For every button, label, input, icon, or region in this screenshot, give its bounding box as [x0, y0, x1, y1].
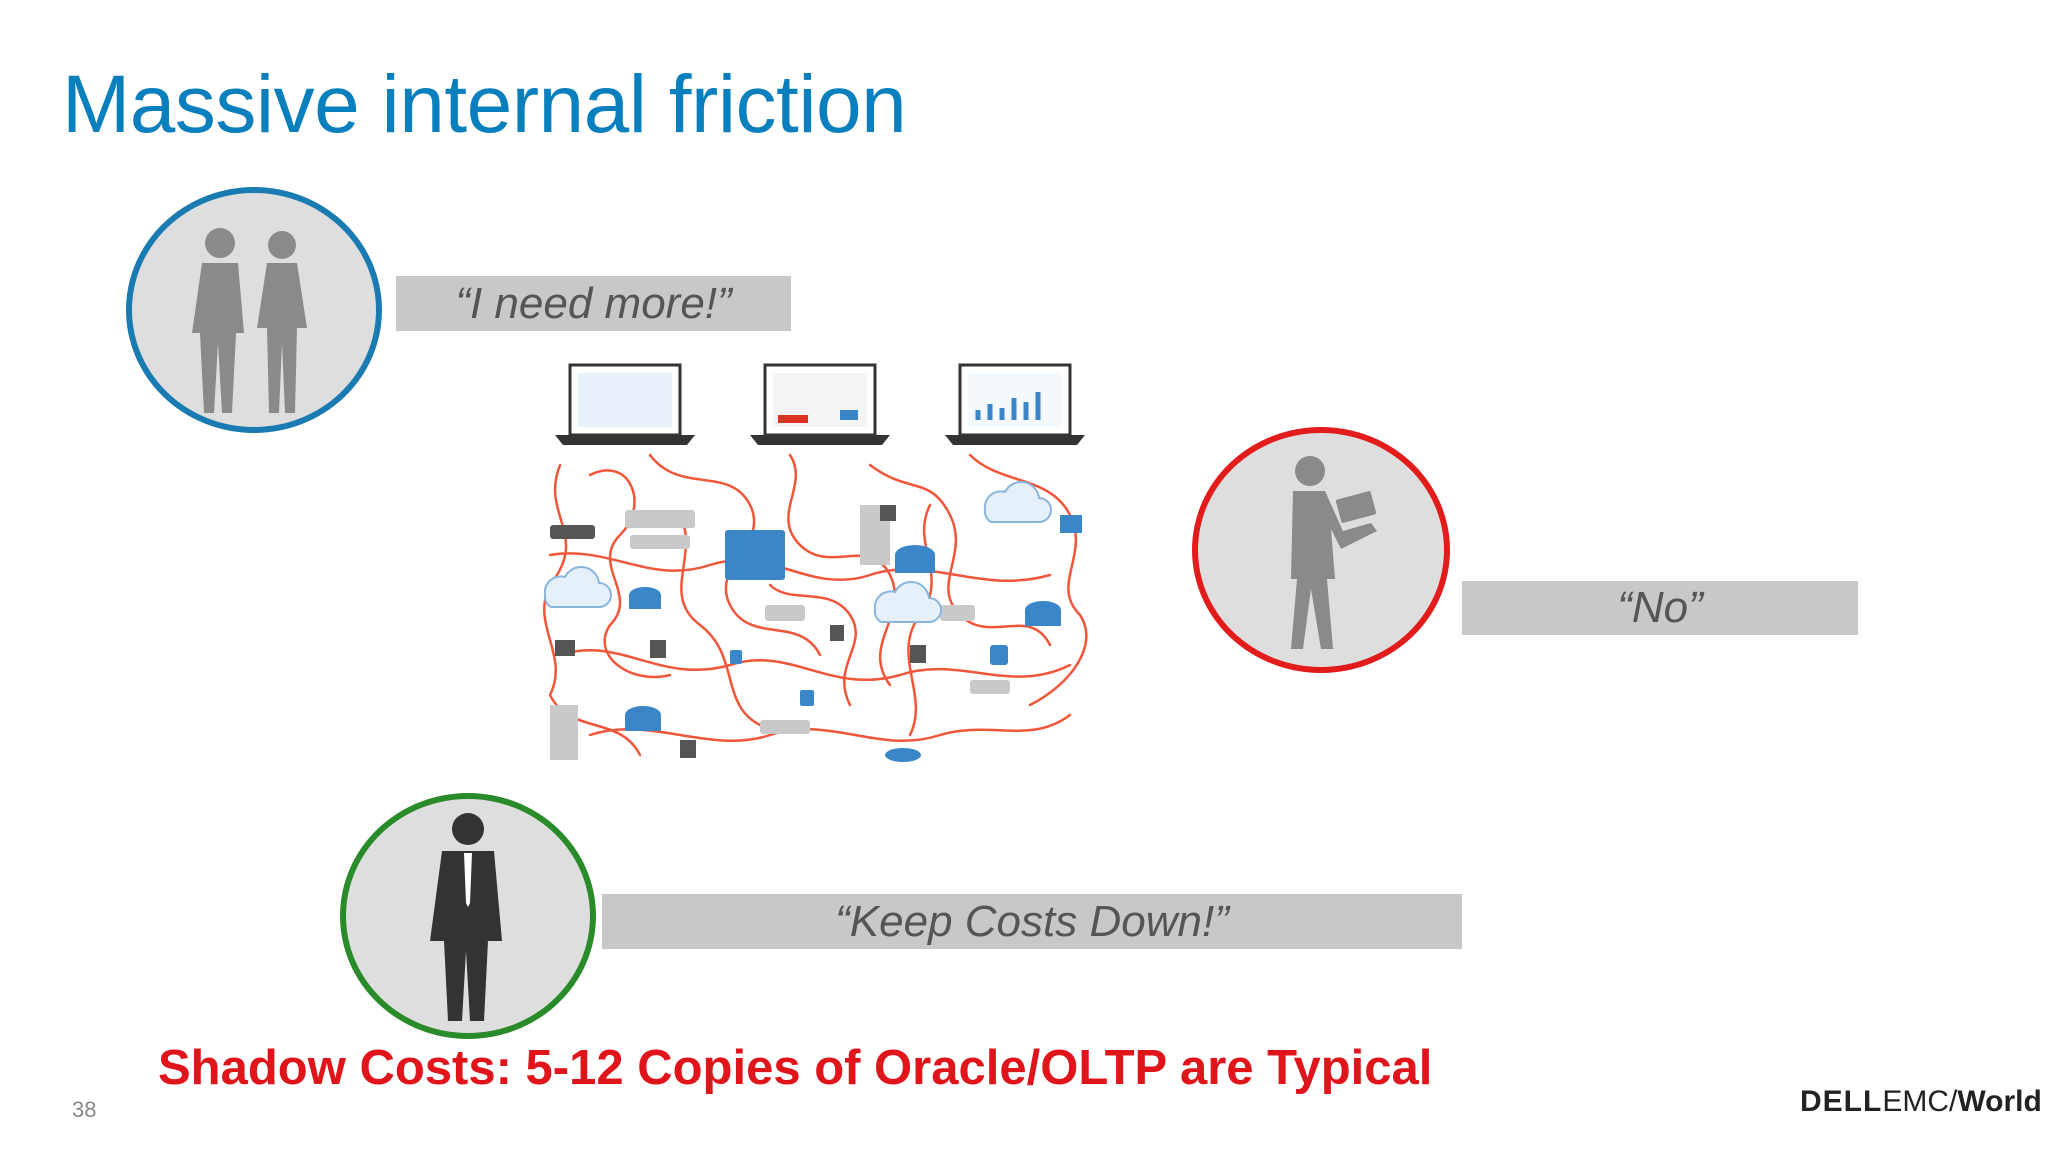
- laptop-icon: [750, 363, 890, 445]
- developers-icon: [192, 228, 307, 413]
- executive-avatar: [340, 793, 596, 1039]
- page-number: 38: [72, 1097, 97, 1122]
- shadow-costs-statement: Shadow Costs: 5-12 Copies of Oracle/OLTP…: [158, 1041, 1433, 1095]
- quote-no: “No”: [1462, 581, 1858, 635]
- logo-emc: EMC: [1882, 1085, 1949, 1118]
- logo-world: World: [1957, 1085, 2042, 1118]
- logo-dell: DELL: [1800, 1085, 1883, 1118]
- data-sprawl-network-icon: [543, 363, 1088, 762]
- it-admin-icon: [1291, 456, 1377, 649]
- executive-icon: [430, 813, 502, 1021]
- laptop-icon: [945, 363, 1085, 445]
- logo-slash: /: [1949, 1085, 1958, 1118]
- laptop-icon: [555, 363, 695, 445]
- developers-avatar: [126, 187, 382, 433]
- quote-keep-costs-down: “Keep Costs Down!”: [602, 894, 1462, 949]
- it-admin-avatar: [1192, 427, 1450, 673]
- page-title: Massive internal friction: [62, 59, 907, 150]
- quote-need-more: “I need more!”: [396, 276, 791, 331]
- dell-emc-world-logo: DELLEMC/World: [1800, 1085, 2042, 1119]
